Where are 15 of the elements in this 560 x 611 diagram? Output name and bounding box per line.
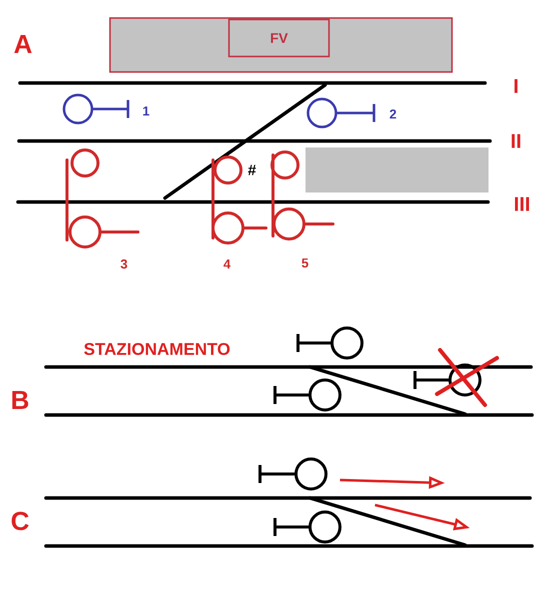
track-name: STAZIONAMENTO: [84, 342, 230, 356]
track-number: III: [515, 197, 529, 211]
track-number: II: [512, 134, 520, 148]
wagon-box: [306, 148, 488, 192]
signal-number: 3: [120, 259, 128, 269]
section-letter: C: [12, 512, 29, 530]
signal-number: 5: [302, 258, 308, 268]
signal-number: 4: [224, 260, 231, 268]
signal-number: 2: [390, 109, 396, 119]
section-letter: B: [12, 391, 28, 409]
section-letter: A: [14, 35, 32, 53]
coach-box: FV: [228, 18, 330, 58]
marker-symbol: #: [248, 164, 256, 176]
track-number: I: [514, 79, 518, 93]
signal-number: 1: [143, 106, 150, 116]
